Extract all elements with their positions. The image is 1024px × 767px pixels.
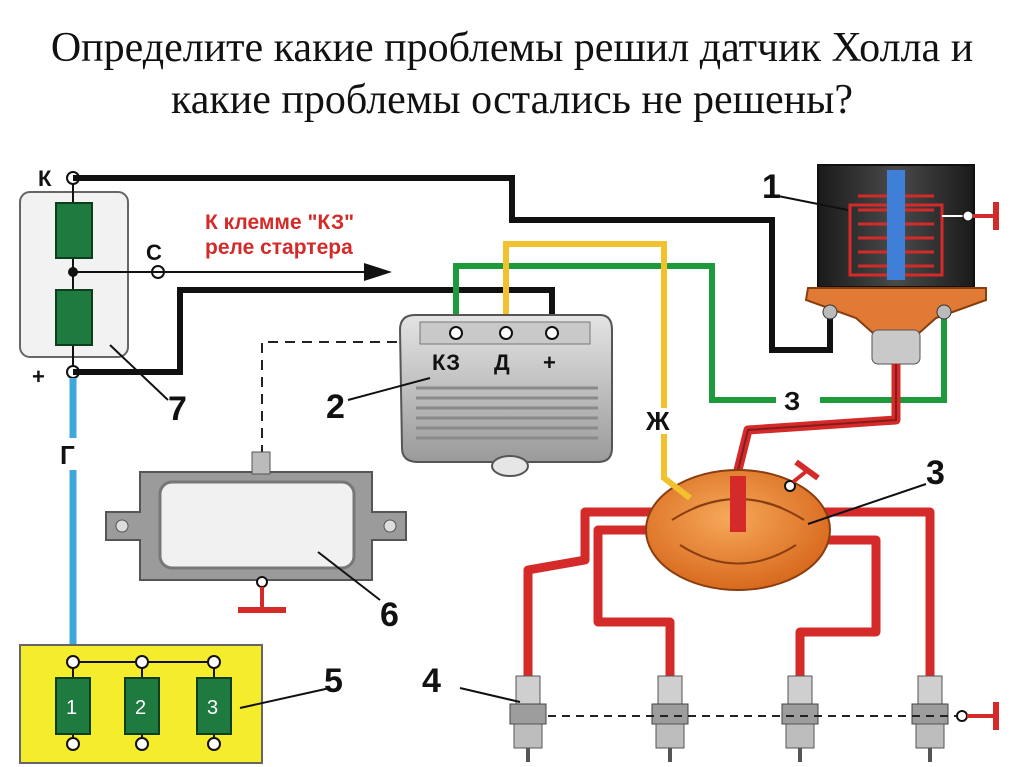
switch-term-d: Д: [494, 350, 510, 375]
fuse-1-number: 1: [66, 697, 77, 719]
callout-3: 3: [926, 454, 945, 492]
spark-plug-2: [651, 675, 689, 762]
switch-unit: КЗ Д +: [398, 314, 613, 477]
fuse-1: [55, 677, 91, 735]
fuse-3-number: 3: [207, 697, 218, 719]
annotation-line-2: реле стартера: [205, 236, 353, 259]
terminal-plus-label: +: [32, 364, 45, 389]
title-line-1: Определите какие проблемы решил датчик Х…: [50, 25, 974, 71]
fuse-2-number: 2: [135, 697, 146, 719]
spark-plugs: [509, 675, 999, 762]
starter-relay-arrow: [73, 263, 392, 281]
callout-7: 7: [168, 390, 187, 428]
fuse-2: [124, 677, 160, 735]
fuse-3: [196, 677, 232, 735]
fuse-box: 1 2 3: [19, 644, 263, 764]
slide-title: Определите какие проблемы решил датчик Х…: [0, 22, 1024, 126]
commutator-unit: [105, 451, 407, 613]
distributor: [645, 459, 831, 591]
switch-term-kz: КЗ: [432, 350, 460, 375]
resistor-upper: [55, 202, 93, 259]
yellow-wire: [503, 241, 667, 480]
spark-plug-4: [911, 675, 949, 762]
spark-plug-1: [509, 675, 547, 762]
green-wire: [453, 263, 947, 403]
switch-term-plus: +: [543, 350, 556, 375]
ignition-coil: [804, 164, 999, 365]
callout-5: 5: [324, 662, 343, 700]
callout-2: 2: [326, 388, 345, 426]
yellow-wire-label: Ж: [645, 406, 670, 436]
callout-6: 6: [380, 596, 399, 634]
callout-1: 1: [762, 168, 781, 206]
callout-4: 4: [422, 662, 441, 700]
resistor-lower: [55, 289, 93, 346]
terminal-c-label: С: [146, 240, 162, 265]
spark-plug-3: [781, 675, 819, 762]
annotation-line-1: К клемме "КЗ": [205, 211, 354, 234]
dashed-link: [261, 341, 410, 455]
green-wire-label: З: [784, 386, 800, 416]
black-wires: [73, 175, 833, 375]
terminal-k-label: К: [38, 166, 52, 191]
resistor-block: К С +: [19, 166, 165, 389]
title-line-2: какие проблемы остались не решены?: [170, 77, 853, 123]
blue-wire-label: Г: [60, 440, 75, 470]
